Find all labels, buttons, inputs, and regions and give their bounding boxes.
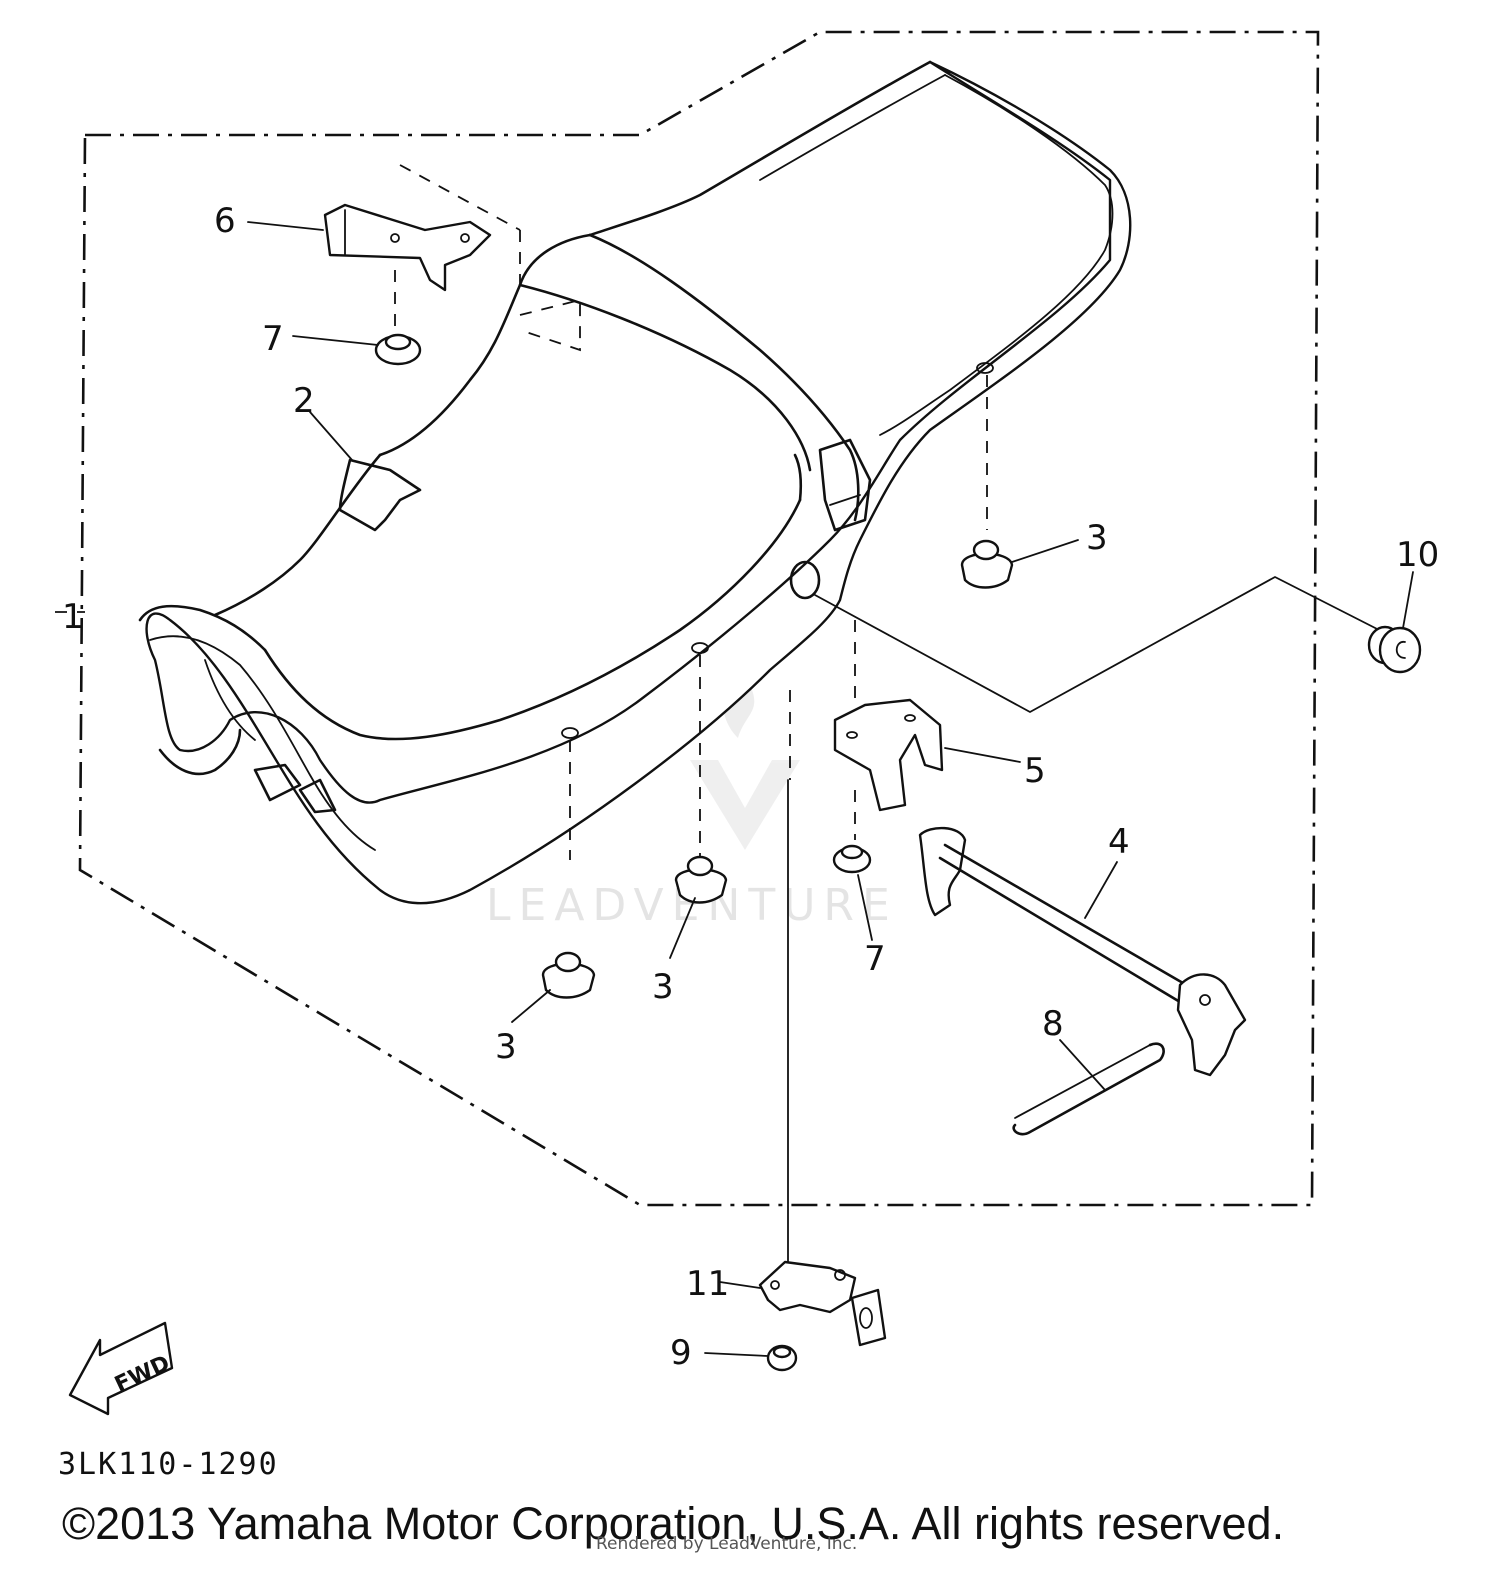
callout-7-upper: 7 — [262, 319, 284, 359]
callout-3-middle: 3 — [652, 967, 674, 1007]
grommet-part-7-upper — [374, 333, 422, 366]
callout-10: 10 — [1396, 535, 1439, 575]
lock-part-11 — [758, 1260, 887, 1347]
callout-4: 4 — [1108, 822, 1130, 862]
callout-8: 8 — [1042, 1004, 1064, 1044]
leader-lines — [247, 221, 1414, 1357]
spring-part-8 — [1012, 1042, 1165, 1136]
bracket-part-5 — [833, 698, 944, 812]
assembly-guide-lines — [394, 164, 1386, 1306]
callout-2: 2 — [293, 381, 315, 421]
seat-assembly — [138, 60, 1132, 905]
damper-part-3-left — [541, 951, 596, 999]
rod-part-4 — [918, 826, 1247, 1077]
forward-arrow-icon: FWD — [68, 1321, 174, 1416]
callout-labels: 1 2 3 3 3 4 5 6 7 7 8 9 10 11 — [62, 201, 1439, 1373]
damper-part-3-right — [960, 539, 1014, 589]
callout-1: 1 — [62, 597, 84, 637]
callout-3-left: 3 — [495, 1027, 517, 1067]
grommet-part-7-lower — [832, 844, 872, 874]
bracket-part-6 — [323, 203, 492, 292]
bolt-part-9 — [766, 1344, 798, 1372]
rendered-by-notice: Rendered by LeadVenture, Inc. — [596, 1534, 858, 1554]
callout-11: 11 — [686, 1264, 729, 1304]
cap-part-10 — [1367, 625, 1422, 674]
callout-7-lower: 7 — [864, 939, 886, 979]
assembly-boundary — [55, 30, 1320, 1207]
diagram-code: 3LK110-1290 — [58, 1447, 279, 1482]
callout-5: 5 — [1024, 751, 1046, 791]
callout-3-right: 3 — [1086, 518, 1108, 558]
damper-part-3-middle — [674, 855, 728, 904]
copyright-notice: ©2013 Yamaha Motor Corporation, U.S.A. A… — [62, 1498, 1285, 1549]
callout-9: 9 — [670, 1333, 692, 1373]
callout-6: 6 — [214, 201, 236, 241]
